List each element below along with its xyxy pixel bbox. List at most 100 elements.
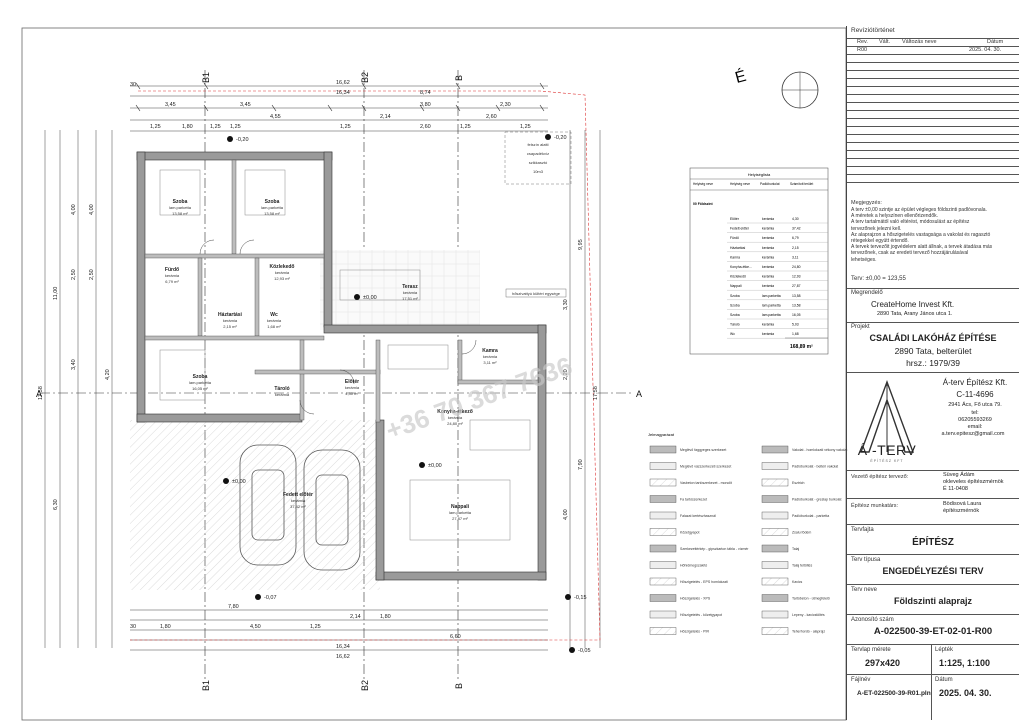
- dim-top-p: 30: [130, 82, 136, 88]
- legend-title: Jelmagyarázat: [648, 432, 675, 437]
- discipline-label: Tervfajta: [851, 527, 874, 533]
- svg-text:10m3: 10m3: [533, 169, 544, 174]
- dim-right-b: 7,90: [578, 459, 584, 470]
- type-label: Terv típusa: [851, 557, 881, 563]
- room-table-cell: Közlekedő: [730, 275, 746, 279]
- room-table-cell: kerámia: [762, 217, 774, 221]
- room-table-cell: Fedett előtér: [730, 227, 750, 231]
- room-table-cell: kerámia: [762, 284, 774, 288]
- project-name: CSALÁDI LAKÓHÁZ ÉPÍTÉSE: [869, 333, 997, 343]
- axis-b-top: B: [454, 75, 464, 81]
- dimension-ticks: [135, 82, 545, 112]
- level-mark: -0,20: [227, 136, 249, 143]
- legend-label: Hőhídmegszakító: [680, 564, 707, 568]
- cars: [239, 444, 361, 571]
- svg-text:felszín alatti: felszín alatti: [527, 142, 548, 147]
- note-line: A tervek tervezőit jogvédelem alatt álln…: [851, 244, 993, 251]
- legend-label: Falazat kertészhasznál: [680, 514, 716, 518]
- dim-left-c: 6,30: [53, 499, 59, 510]
- svg-text:1,68 m²: 1,68 m²: [267, 324, 281, 329]
- svg-text:13,58 m²: 13,58 m²: [264, 211, 280, 216]
- room-table-cell: lam.parketta: [762, 294, 781, 298]
- note-line: lehetséges.: [851, 256, 877, 263]
- axis-a-right: A: [636, 389, 642, 399]
- legend-swatch: [649, 445, 677, 454]
- dim-top-d: 2,30: [500, 102, 511, 108]
- dim-top-f: 1,25: [150, 124, 161, 130]
- legend-swatch: [761, 561, 789, 569]
- dim-top-l: 1,25: [460, 124, 471, 130]
- level-mark: -0,15: [565, 594, 587, 601]
- axis-b-bottom: B: [454, 683, 464, 689]
- room-table-cell: 13,58: [792, 303, 801, 307]
- room-table-cell: 13,58: [792, 294, 801, 298]
- legend-swatch: [761, 511, 789, 520]
- dim-top-i: 1,25: [230, 124, 241, 130]
- plan-id: A-022500-39-ET-02-01-R00: [873, 626, 993, 637]
- svg-text:kerámia: kerámia: [275, 392, 290, 397]
- legend-swatch: [761, 445, 789, 454]
- svg-text:-0,05: -0,05: [578, 648, 591, 654]
- legend-label: Kőzetgyapot: [680, 531, 699, 535]
- plan-name: Földszinti alaprajz: [893, 596, 972, 606]
- heat-pump-note: hőszivattyú kültéri egysége: [505, 288, 567, 298]
- firm-tel-label: tel:: [971, 410, 979, 416]
- plan-name-label: Terv neve: [851, 587, 878, 593]
- svg-text:Kamra: Kamra: [482, 348, 498, 354]
- rev-header-vlt: Vált.: [879, 39, 891, 45]
- legend-item: Tartóbeton - útmegfelelő: [761, 594, 830, 602]
- legend-swatch: [649, 610, 677, 619]
- dim-top-c: 3,80: [420, 102, 431, 108]
- svg-text:6,79 m²: 6,79 m²: [165, 279, 179, 284]
- dim-top-n: 1,25: [520, 124, 531, 130]
- legend-label: Zsalu födém: [792, 531, 811, 535]
- dim-top-o: 2,60: [486, 114, 497, 120]
- room-table-cell: Tároló: [730, 323, 740, 327]
- legend-swatch: [761, 495, 789, 503]
- svg-text:±0,00: ±0,00: [428, 463, 442, 469]
- dim-bot-i: 6,60: [450, 634, 461, 640]
- legend-item: Falazat kertészhasznál: [649, 511, 716, 520]
- level-mark: -0,07: [255, 594, 277, 601]
- watermark-text: +36 70 367 7636: [382, 350, 576, 445]
- legend-item: Padlóburkolat - parketta: [761, 511, 829, 520]
- legend-label: Hőszigetelés - kőzetgyapot: [680, 613, 722, 617]
- svg-text:-0,15: -0,15: [574, 595, 587, 601]
- size-label: Tervlap mérete: [851, 647, 891, 653]
- dim-left-i: 4,20: [105, 369, 111, 380]
- furniture: [159, 169, 531, 541]
- legend-item: Talaj: [761, 544, 799, 553]
- room-table-cell: Szoba: [730, 294, 740, 298]
- room-table-cell: Szoba: [730, 313, 740, 317]
- site-boundary-line: [130, 90, 601, 641]
- room-table-cell: Wc: [730, 332, 735, 336]
- lead-label: Vezető építész tervező:: [851, 474, 909, 480]
- svg-text:kerámia: kerámia: [345, 385, 360, 390]
- legend-swatch: [761, 462, 789, 470]
- level-mark: ±0,00: [354, 294, 377, 301]
- legend-right-column: Vakolat - homlokzati vékony vakolatPadló…: [761, 445, 847, 635]
- legend-swatch: [649, 528, 677, 536]
- level-marks: -0,20 ±0,00 -0,20 -0,15 -0,05 -0,07 ±0,0…: [223, 134, 591, 654]
- legend: Jelmagyarázat Meglévő faggyeges szerkeze…: [648, 432, 847, 635]
- level-mark: -0,20: [545, 134, 567, 141]
- rev-row-rev: R00: [857, 47, 868, 53]
- svg-text:-0,07: -0,07: [264, 595, 277, 601]
- svg-text:kerámia: kerámia: [275, 270, 290, 275]
- svg-text:±0,00: ±0,00: [363, 295, 377, 301]
- paved-area: [130, 420, 380, 590]
- legend-item: Hőszigetelés - kőzetgyapot: [649, 610, 722, 619]
- svg-text:Tároló: Tároló: [274, 386, 289, 392]
- client-label: Megrendelő: [851, 290, 883, 296]
- legend-swatch: [649, 544, 677, 553]
- room-table-cell: kerámia: [762, 323, 774, 327]
- legend-swatch: [649, 577, 677, 586]
- svg-text:Fedett előtér: Fedett előtér: [283, 492, 313, 498]
- room-table-cell: 2,15: [792, 246, 799, 250]
- legend-label: Szerkezettérkép - gipszkarton tábla - ví…: [680, 547, 749, 551]
